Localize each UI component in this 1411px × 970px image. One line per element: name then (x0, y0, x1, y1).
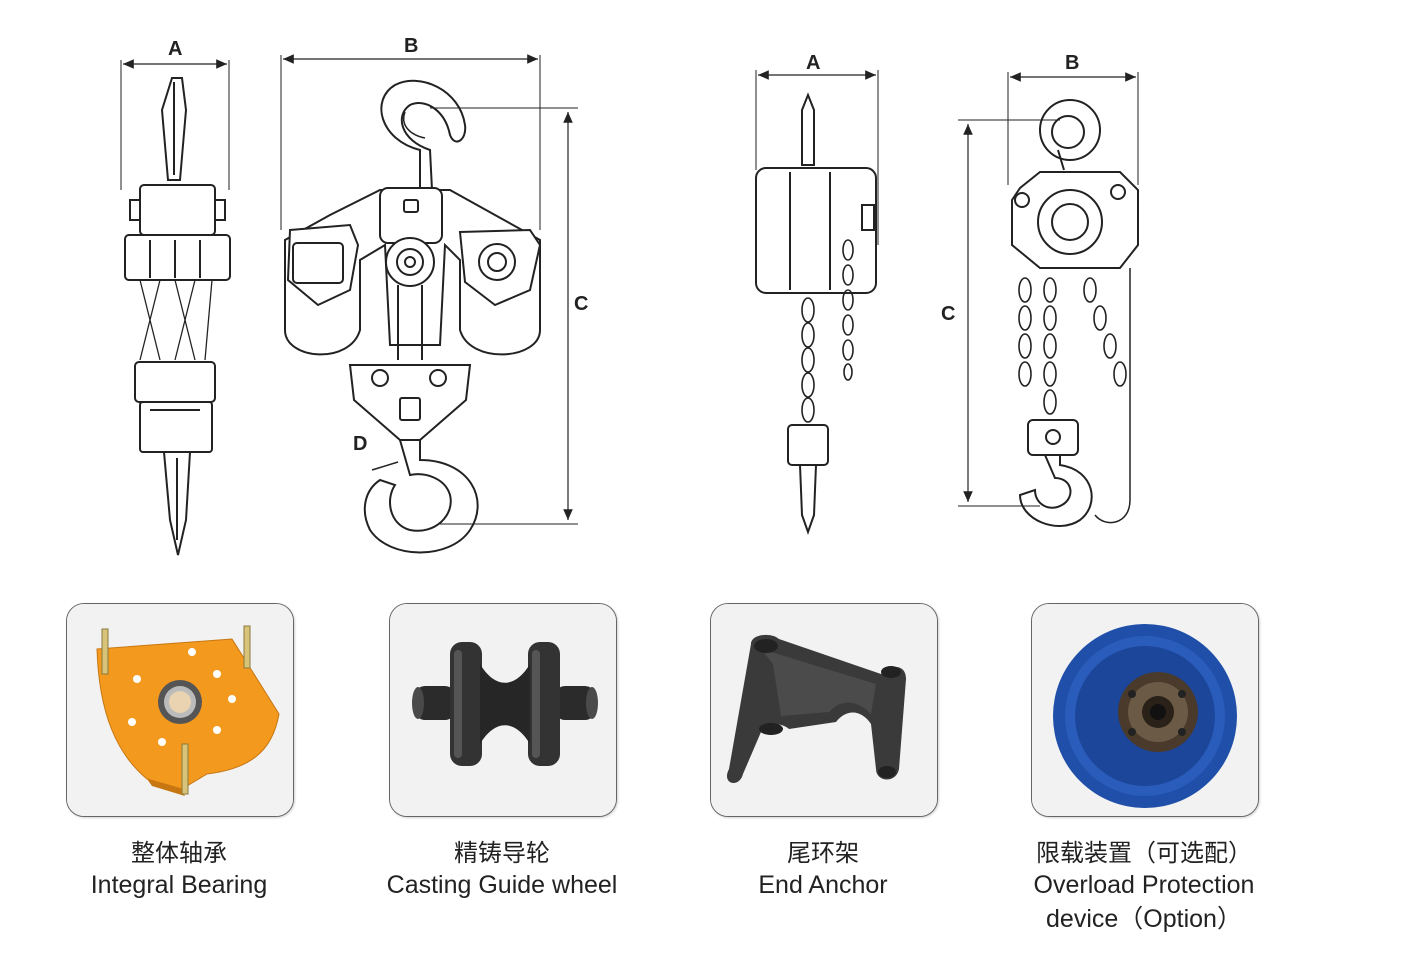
bearing-plate-photo-card (66, 603, 294, 817)
left-hoist-front-view (280, 54, 578, 554)
overload-device-photo-card (1031, 603, 1259, 817)
end-anchor-photo-card (710, 603, 938, 817)
dim-label-right-b: B (1065, 52, 1079, 74)
end-anchor-icon (711, 604, 937, 816)
caption-overload-protection: 限载装置（可选配） Overload Protection device（Opt… (984, 838, 1304, 936)
caption-zh: 限载装置（可选配） (1036, 839, 1252, 867)
caption-en: Casting Guide wheel (386, 871, 618, 899)
dim-label-left-b: B (404, 35, 418, 57)
dim-label-left-a: A (168, 38, 182, 60)
caption-integral-bearing: 整体轴承 Integral Bearing (29, 838, 329, 902)
caption-en: End Anchor (758, 871, 888, 899)
dim-label-right-a: A (806, 52, 820, 74)
bearing-plate-icon (67, 604, 293, 816)
dim-label-left-c: C (574, 293, 588, 315)
dim-label-left-d: D (353, 433, 367, 455)
guide-wheel-photo-card (389, 603, 617, 817)
caption-end-anchor: 尾环架 End Anchor (673, 838, 973, 902)
hoist-dimension-drawings: A B C D A B C (120, 35, 1139, 556)
caption-zh: 整体轴承 (131, 839, 227, 867)
caption-en-line-2: device（Option） (1046, 905, 1242, 933)
caption-zh: 尾环架 (787, 839, 859, 867)
guide-wheel-icon (390, 604, 616, 816)
right-hoist-side-view (755, 70, 879, 536)
overload-device-icon (1032, 604, 1258, 816)
caption-en: Overload Protection (1033, 871, 1255, 899)
caption-zh: 精铸导轮 (454, 839, 550, 867)
dim-label-right-c: C (941, 303, 955, 325)
right-hoist-front-view (958, 72, 1139, 527)
left-hoist-side-view (120, 59, 231, 556)
caption-en: Integral Bearing (90, 871, 268, 899)
caption-casting-guide-wheel: 精铸导轮 Casting Guide wheel (352, 838, 652, 902)
